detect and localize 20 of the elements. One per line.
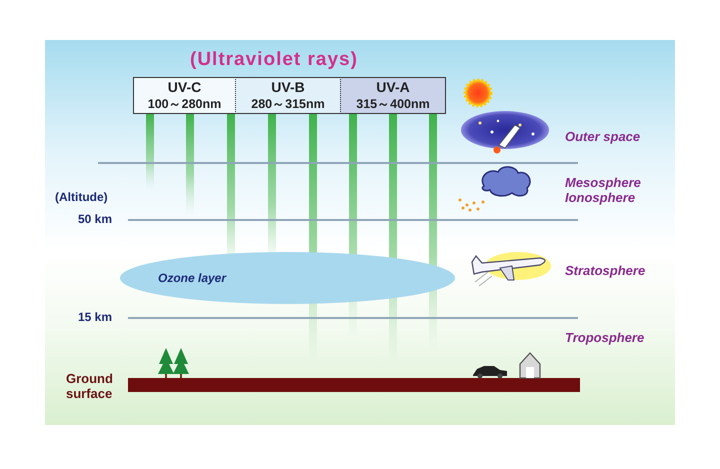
band-name: UV-A [376, 79, 410, 96]
altitude-label: 50 km [78, 212, 112, 226]
atmosphere-layer-label: Stratosphere [565, 263, 646, 278]
band-name: UV-C [168, 79, 202, 96]
axis-label: (Altitude) [55, 190, 108, 204]
ground-label: Ground surface [66, 371, 114, 401]
wavelength-range: 100～280nm [148, 96, 222, 112]
diagram-title: (Ultraviolet rays) [190, 49, 358, 71]
wavelength-band-box [133, 77, 236, 114]
wavelength-band-box [340, 77, 446, 114]
ozone-layer-ellipse [120, 252, 455, 304]
band-name: UV-B [271, 79, 305, 96]
wavelength-range: 280～315nm [251, 96, 325, 112]
atmosphere-layer-label: Troposphere [565, 330, 644, 345]
atmosphere-layer-label: Outer space [565, 129, 640, 144]
layer-name: Ozone layer [158, 271, 226, 285]
altitude-label: 15 km [78, 310, 112, 324]
wavelength-band-box [235, 77, 341, 114]
atmosphere-layer-label: Mesosphere Ionosphere [565, 175, 642, 205]
wavelength-range: 315～400nm [356, 96, 430, 112]
